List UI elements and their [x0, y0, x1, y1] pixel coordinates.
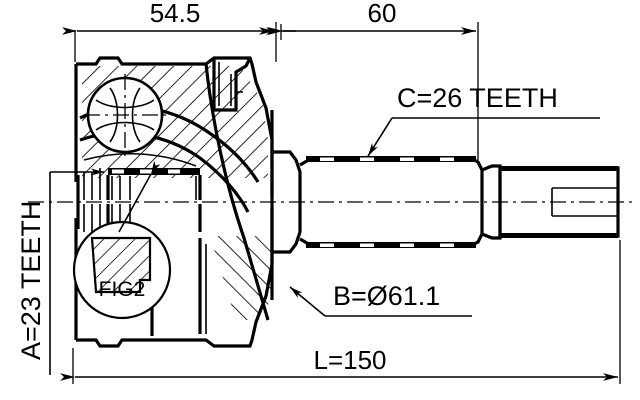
callout-a23-teeth: A=23 TEETH — [16, 160, 161, 375]
b-diameter-text: B=Ø61.1 — [333, 281, 440, 311]
retainer-clip — [212, 57, 252, 112]
dimension-l150-text: L=150 — [313, 345, 386, 375]
callout-b-diameter: B=Ø61.1 — [289, 281, 472, 317]
dimension-60: 60 — [268, 0, 479, 160]
fig2-label: FIG2 — [99, 278, 146, 301]
a23-teeth-text: A=23 TEETH — [16, 201, 46, 360]
dimension-54-5: 54.5 — [62, 0, 277, 62]
drive-shaft — [272, 150, 620, 254]
dimension-60-text: 60 — [368, 0, 397, 28]
c26-teeth-text: C=26 TEETH — [397, 83, 558, 113]
outer-bell-housing — [74, 56, 274, 348]
dimension-54-5-text: 54.5 — [150, 0, 201, 28]
detail-circle-fig2: FIG2 — [72, 220, 172, 320]
callout-c26-teeth: C=26 TEETH — [367, 83, 600, 157]
dimension-l150: L=150 — [60, 240, 621, 384]
